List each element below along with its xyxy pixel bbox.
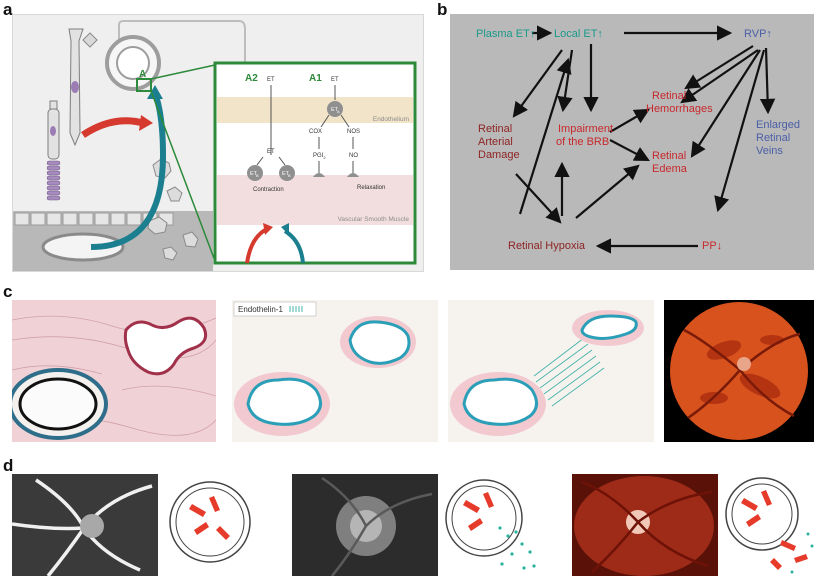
vascular-smooth-muscle-label: Vascular Smooth Muscle <box>338 216 410 223</box>
svg-text:B: B <box>256 173 259 178</box>
panel-label-a: a <box>3 0 13 19</box>
et-label-a2: ET <box>267 77 275 83</box>
svg-text:ET: ET <box>331 107 339 113</box>
relaxation-label: Relaxation <box>357 185 385 191</box>
panel-a-schematic: A Endothelium Vascular Smooth Muscle A2 … <box>12 14 424 272</box>
teal-arrowhead <box>147 85 163 99</box>
svg-text:ET: ET <box>250 171 258 177</box>
rvp-node: RVP↑ <box>744 28 772 40</box>
et-label-a1: ET <box>331 77 339 83</box>
eta-receptor <box>327 101 343 117</box>
angiogram-1 <box>11 474 158 578</box>
svg-text:B: B <box>288 173 291 178</box>
small-vessel <box>123 316 208 376</box>
endothelin-diffusion <box>533 337 605 407</box>
vessel-icon-2 <box>442 474 542 576</box>
zoom-line-bottom <box>150 90 216 262</box>
zoom-inset <box>213 61 417 265</box>
large-vessel-lumen <box>18 377 98 431</box>
fundus-photo-2 <box>572 474 718 576</box>
endothelin-legend-label: Endothelin-1 <box>238 305 283 314</box>
optic-disc <box>80 514 104 538</box>
panel-label-d: d <box>3 456 14 475</box>
vessel-schematic: A Endothelium Vascular Smooth Muscle A2 … <box>13 20 417 271</box>
zoom-line-top <box>150 64 216 80</box>
endothelin-legend <box>233 301 317 317</box>
panel-label-b: b <box>437 0 448 19</box>
etb-receptor-2 <box>279 165 295 181</box>
no-label: NO <box>349 153 358 159</box>
pp-node: PP↓ <box>702 240 722 252</box>
vessel-lumen-1 <box>462 377 538 426</box>
vessel-lumen-1 <box>246 377 322 426</box>
retinal-hypoxia-node: Retinal Hypoxia <box>508 240 586 252</box>
local-et-node: Local ET↑ <box>554 28 603 40</box>
endothelin-schematic-1: Endothelin-1 <box>232 300 438 442</box>
zoom-box <box>136 78 152 92</box>
retinal-artery-cross-section <box>82 20 246 235</box>
nos-label: NOS <box>347 129 360 135</box>
label-a2: A2 <box>245 73 258 84</box>
vessel-icon-1 <box>164 474 256 576</box>
label-a1: A1 <box>309 73 322 84</box>
photoreceptor-rod <box>46 100 61 201</box>
plasma-et-node: Plasma ET↑ <box>476 28 535 40</box>
smooth-muscle-layer <box>217 175 413 225</box>
relax-receptor-1 <box>313 173 325 177</box>
choroidal-vessel <box>41 232 125 262</box>
optic-disc <box>737 357 751 371</box>
endothelin-schematic-2 <box>448 300 654 442</box>
svg-text:ET: ET <box>267 149 275 155</box>
pgi-label: PGI2 <box>313 153 326 160</box>
svg-text:ET: ET <box>282 171 290 177</box>
red-arrowhead <box>139 115 153 131</box>
red-arrow <box>81 117 144 138</box>
photoreceptor-cone <box>68 28 84 147</box>
angiogram-2 <box>292 474 438 577</box>
vessel-lumen-2 <box>348 320 411 365</box>
etb-receptor-1 <box>247 165 263 181</box>
vessel-icon-3 <box>722 474 818 576</box>
pathway-arrows <box>512 25 776 254</box>
endothelium-layer <box>217 97 413 123</box>
label-a-small: A <box>139 69 146 80</box>
svg-text:A: A <box>337 109 340 114</box>
panel-label-c: c <box>3 282 13 301</box>
endothelium-label: Endothelium <box>373 116 409 123</box>
contraction-label: Contraction <box>253 187 284 193</box>
fundus-photo <box>664 300 814 442</box>
relax-receptor-2 <box>347 173 359 177</box>
vessel-lumen-2 <box>580 314 638 340</box>
histology-image <box>8 300 217 442</box>
cox-label: COX <box>309 129 322 135</box>
